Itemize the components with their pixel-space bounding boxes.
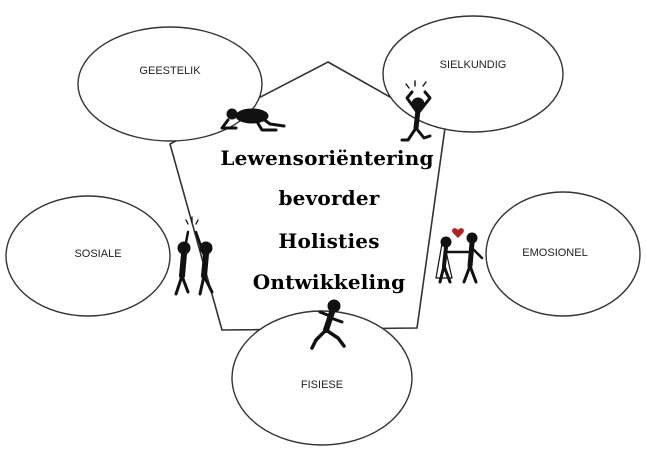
bubble-geestelik <box>77 26 263 142</box>
node-geestelik: GEESTELIK <box>77 26 263 142</box>
high-five-people-icon <box>174 216 214 296</box>
bubble-label-emosionel: EMOSIONEL <box>522 247 587 259</box>
node-sosiale: SOSIALE <box>5 195 171 317</box>
stressed-person-icon <box>400 80 432 142</box>
crawling-person-icon <box>220 108 286 132</box>
bubble-label-sielkundig: SIELKUNDIG <box>440 59 507 71</box>
bubble-label-fisiese: FISIESE <box>301 379 343 391</box>
node-fisiese: FISIESE <box>231 310 413 446</box>
title-line-3: Holisties <box>278 229 380 253</box>
bubble-sosiale <box>5 195 171 317</box>
bubble-label-geestelik: GEESTELIK <box>139 65 201 77</box>
bubble-emosionel <box>485 191 641 317</box>
title-line-1: Lewensoriëntering <box>220 146 434 170</box>
bubble-sielkundig <box>382 15 564 133</box>
bubble-label-sosiale: SOSIALE <box>74 248 121 260</box>
bubble-fisiese <box>231 310 413 446</box>
couple-wedding-icon <box>435 228 484 284</box>
title-line-2: bevorder <box>278 186 380 210</box>
node-emosionel: EMOSIONEL <box>485 191 641 317</box>
title-line-4: Ontwikkeling <box>252 270 406 294</box>
running-person-icon <box>310 299 346 350</box>
node-sielkundig: SIELKUNDIG <box>382 15 564 133</box>
